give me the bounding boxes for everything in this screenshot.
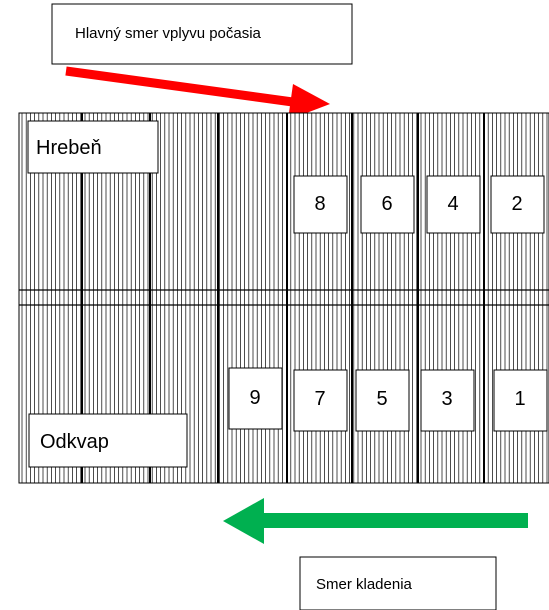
sheet-number: 3 — [441, 388, 452, 410]
sheet-number-box — [426, 175, 481, 234]
sheet-number-box — [293, 369, 348, 432]
sheet-number-box — [360, 175, 415, 234]
laying-direction-box — [299, 556, 497, 610]
sheet-number: 9 — [249, 387, 260, 409]
sheet-number-box — [420, 369, 475, 432]
roof-corrugation-lines — [21, 113, 548, 483]
eaves-label: Odkvap — [40, 431, 109, 453]
top-row-numbers: 8 6 4 2 — [293, 175, 545, 234]
eaves-box — [28, 413, 188, 468]
sheet-number: 1 — [514, 388, 525, 410]
ridge-label: Hrebeň — [36, 137, 102, 159]
weather-direction-label: Hlavný smer vplyvu počasia — [75, 25, 262, 42]
laying-direction-label: Smer kladenia — [316, 576, 413, 593]
sheet-number-box — [493, 369, 548, 432]
weather-direction-box — [51, 3, 353, 65]
weather-direction-arrow — [65, 66, 330, 120]
sheet-number-box — [490, 175, 545, 234]
sheet-number: 5 — [376, 388, 387, 410]
bottom-row-numbers: 9 7 5 3 1 — [228, 367, 548, 432]
sheet-number: 7 — [314, 388, 325, 410]
ridge-box — [27, 120, 159, 174]
sheet-number: 4 — [447, 193, 458, 215]
sheet-number-box — [228, 367, 283, 430]
sheet-number-box — [293, 175, 348, 234]
sheet-number: 2 — [511, 193, 522, 215]
sheet-number-box — [355, 369, 410, 432]
sheet-number: 6 — [381, 193, 392, 215]
laying-direction-arrow — [223, 498, 528, 544]
sheet-number: 8 — [314, 193, 325, 215]
